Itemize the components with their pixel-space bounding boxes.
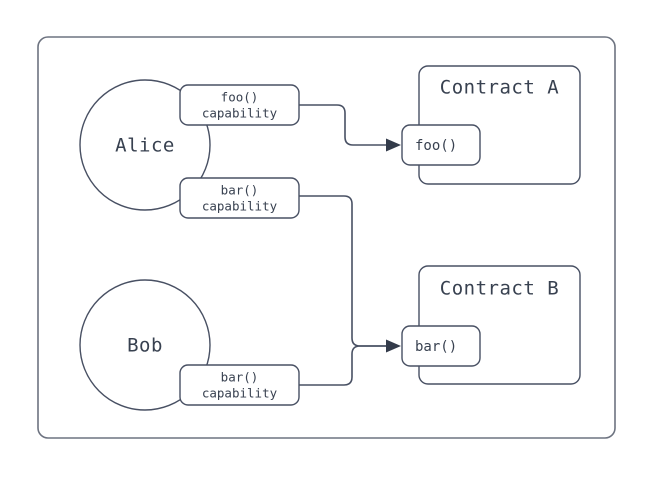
- bob-circle[interactable]: [79, 279, 211, 411]
- alice-circle[interactable]: [79, 79, 211, 211]
- contract-a-method-label: foo(): [415, 138, 457, 154]
- alice-bar-capability-line1: bar(): [221, 183, 259, 198]
- alice-foo-capability-line1: foo(): [221, 90, 259, 105]
- bob-bar-capability-box[interactable]: [179, 364, 300, 406]
- alice-bar-capability-line2: capability: [202, 199, 278, 214]
- bob-bar-capability-group[interactable]: bar() capability: [179, 364, 300, 406]
- alice-label: Alice: [115, 135, 175, 157]
- alice-foo-capability-box[interactable]: [179, 84, 300, 126]
- arrow-head-contract-b-bar: [386, 339, 401, 353]
- contract-a-method-box[interactable]: [401, 124, 481, 166]
- contract-b-method-label: bar(): [415, 339, 457, 355]
- bob-group[interactable]: Bob: [79, 279, 211, 411]
- alice-foo-capability-group[interactable]: foo() capability: [179, 84, 300, 126]
- bob-bar-capability-line2: capability: [202, 386, 278, 401]
- alice-foo-capability-line2: capability: [202, 106, 278, 121]
- contract-b-method-box[interactable]: [401, 325, 481, 367]
- alice-bar-capability-group[interactable]: bar() capability: [179, 177, 300, 219]
- bob-label: Bob: [127, 335, 163, 357]
- contract-b-title: Contract B: [440, 278, 559, 300]
- bob-bar-capability-line1: bar(): [221, 370, 259, 385]
- contract-a-title: Contract A: [440, 77, 559, 99]
- contract-b-group[interactable]: Contract B bar(): [401, 265, 581, 385]
- alice-group[interactable]: Alice: [79, 79, 211, 211]
- contract-a-group[interactable]: Contract A foo(): [401, 65, 581, 185]
- arrow-head-contract-a-foo: [386, 138, 401, 152]
- connector-alice-bar-to-contract-b: [299, 195, 386, 347]
- connector-alice-foo-to-contract-a: [299, 104, 386, 146]
- connector-bob-bar-to-contract-b: [299, 345, 386, 386]
- alice-bar-capability-box[interactable]: [179, 177, 300, 219]
